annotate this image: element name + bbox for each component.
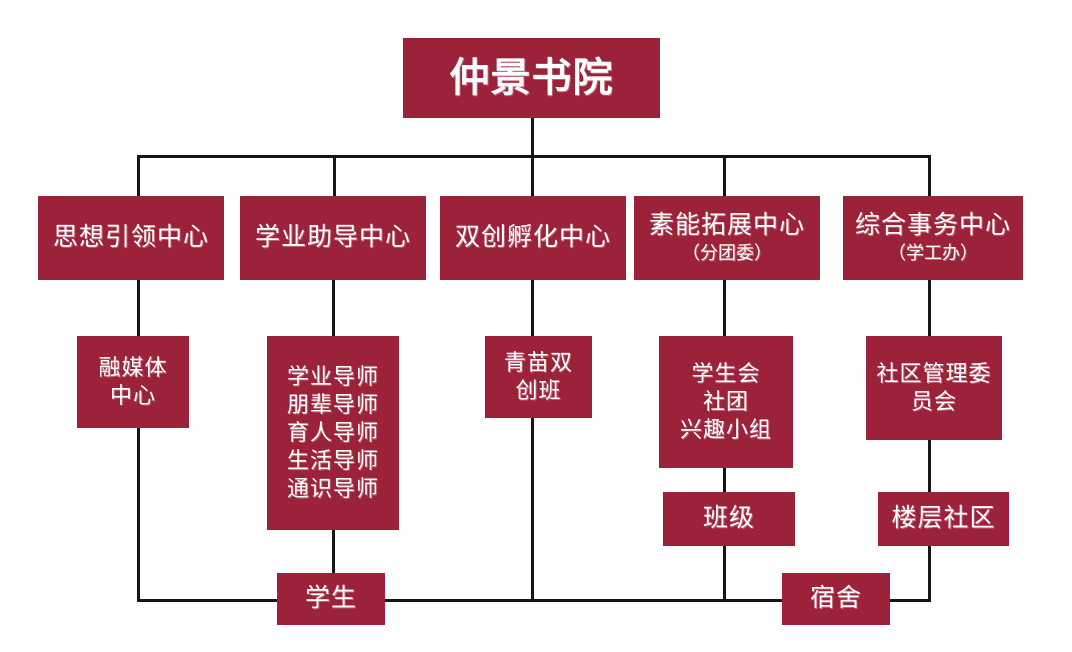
connector-drop-academic: [333, 155, 336, 197]
node-dormitory[interactable]: 宿舍: [782, 573, 890, 625]
node-general-affairs-center[interactable]: 综合事务中心 （学工办）: [843, 196, 1023, 280]
connector-drop-competence: [723, 155, 726, 197]
node-label-line: 班级: [702, 505, 755, 532]
node-sublabel: （学工办）: [888, 243, 978, 264]
node-mentors-box[interactable]: 学业导师 朋辈导师 育人导师 生活导师 通识导师: [267, 336, 399, 530]
node-label-line: 青苗双: [503, 349, 573, 375]
node-label: 综合事务中心: [854, 212, 1011, 240]
connector-drop-innovation: [531, 155, 534, 197]
node-innovation-incubation-center[interactable]: 双创孵化中心: [440, 196, 626, 280]
node-label-line: 社区管理委: [876, 360, 992, 386]
node-competence-development-center[interactable]: 素能拓展中心 （分团委）: [634, 196, 820, 280]
connector-bottom-bus: [383, 599, 793, 602]
node-label-line: 学业导师: [286, 363, 379, 389]
node-label: 素能拓展中心: [648, 212, 805, 240]
node-label-line: 育人导师: [286, 419, 379, 445]
node-label-line: 兴趣小组: [679, 417, 772, 443]
node-community-management-committee[interactable]: 社区管理委 员会: [866, 336, 1002, 440]
node-floor-community[interactable]: 楼层社区: [878, 492, 1009, 546]
node-label: 双创孵化中心: [454, 224, 611, 251]
node-label-line: 宿舍: [809, 585, 862, 612]
node-label-line: 通识导师: [286, 476, 379, 502]
node-label-line: 学生: [304, 585, 357, 612]
node-label-line: 社团: [702, 388, 749, 414]
node-root-title-label: 仲景书院: [449, 55, 614, 101]
node-label: 学业助导中心: [254, 224, 411, 251]
connector-col5-spine: [928, 280, 931, 602]
connector-drop-thought: [137, 155, 140, 197]
node-label: 思想引领中心: [52, 224, 209, 251]
node-qingmiao-class[interactable]: 青苗双 创班: [485, 336, 592, 418]
node-label-line: 楼层社区: [891, 505, 996, 532]
node-label-line: 学生会: [691, 360, 761, 386]
connector-root-stem: [531, 118, 534, 158]
node-media-center[interactable]: 融媒体 中心: [77, 336, 189, 428]
node-label-line: 生活导师: [286, 448, 379, 474]
node-label-line: 创班: [515, 378, 562, 403]
connector-col3-spine: [531, 280, 534, 602]
node-students[interactable]: 学生: [277, 573, 385, 625]
connector-col1-to-students: [137, 599, 283, 602]
node-student-organizations[interactable]: 学生会 社团 兴趣小组: [659, 336, 793, 468]
node-label-line: 员会: [910, 389, 957, 414]
node-label-line: 中心: [109, 383, 156, 408]
connector-col1-spine: [137, 280, 140, 602]
connector-col5-to-dormitory: [888, 599, 931, 602]
connector-level2-bus: [137, 155, 931, 158]
node-root-title[interactable]: 仲景书院: [403, 38, 660, 118]
connector-drop-affairs: [928, 155, 931, 197]
node-sublabel: （分团委）: [682, 243, 772, 264]
node-label-line: 朋辈导师: [286, 391, 379, 417]
node-academic-guidance-center[interactable]: 学业助导中心: [240, 196, 426, 280]
node-class[interactable]: 班级: [663, 492, 795, 546]
node-thought-leadership-center[interactable]: 思想引领中心: [38, 196, 224, 280]
node-label-line: 融媒体: [98, 354, 168, 380]
